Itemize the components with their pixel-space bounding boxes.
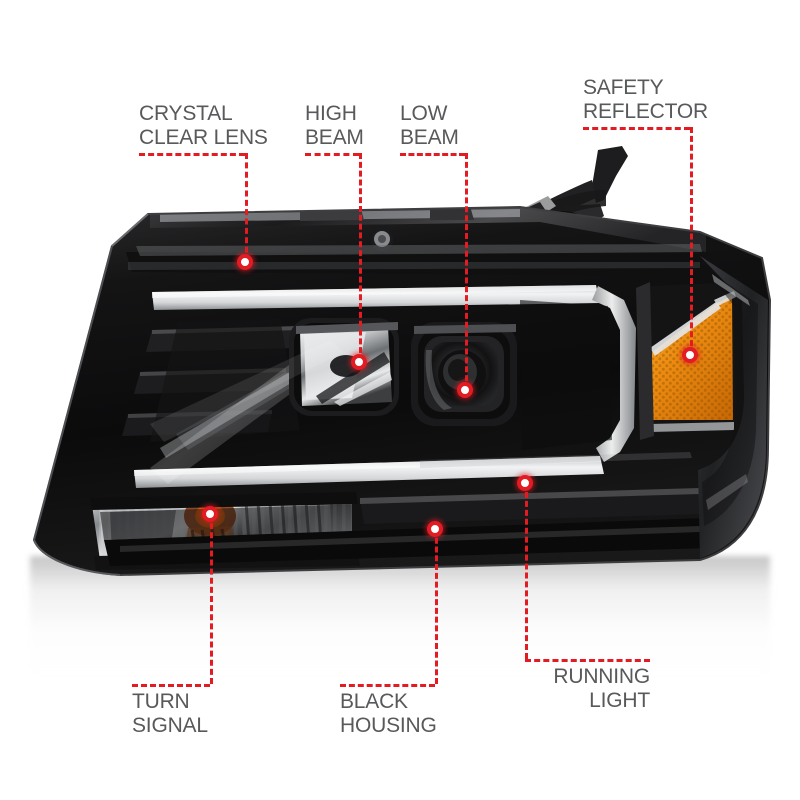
leader-line-horizontal-running-light	[525, 659, 650, 662]
callout-label-crystal-clear-lens: CRYSTAL CLEAR LENS	[139, 102, 268, 149]
leader-line-horizontal-high-beam	[305, 153, 359, 156]
callout-label-running-light: RUNNING LIGHT	[553, 665, 650, 712]
leader-line-vertical-turn-signal	[210, 514, 213, 684]
leader-line-vertical-high-beam	[359, 153, 362, 362]
headlight-housing	[32, 205, 772, 577]
leader-line-horizontal-crystal-clear-lens	[139, 153, 245, 156]
leader-line-vertical-crystal-clear-lens	[245, 153, 248, 262]
high-beam-lens	[289, 318, 399, 416]
product-reflection	[30, 556, 770, 676]
leader-line-horizontal-turn-signal	[132, 684, 210, 687]
callout-marker-black-housing[interactable]	[427, 521, 443, 537]
callout-label-black-housing: BLACK HOUSING	[340, 690, 437, 737]
leader-line-vertical-low-beam	[465, 153, 468, 390]
leader-line-horizontal-low-beam	[400, 153, 465, 156]
callout-marker-crystal-clear-lens[interactable]	[237, 254, 253, 270]
leader-line-vertical-safety-reflector	[690, 127, 693, 355]
callout-marker-high-beam[interactable]	[351, 354, 367, 370]
turn-signal-lens	[92, 500, 352, 560]
mounting-bracket	[504, 146, 628, 272]
callout-label-safety-reflector: SAFETY REFLECTOR	[583, 76, 708, 123]
leader-line-vertical-running-light	[525, 483, 528, 659]
callout-marker-safety-reflector[interactable]	[682, 347, 698, 363]
callout-label-high-beam: HIGH BEAM	[305, 102, 364, 149]
leader-line-vertical-black-housing	[435, 529, 438, 684]
callout-marker-low-beam[interactable]	[457, 382, 473, 398]
callout-marker-running-light[interactable]	[517, 475, 533, 491]
callout-label-turn-signal: TURN SIGNAL	[132, 690, 208, 737]
leader-line-horizontal-safety-reflector	[583, 127, 690, 130]
leader-line-horizontal-black-housing	[340, 684, 435, 687]
callout-marker-turn-signal[interactable]	[202, 506, 218, 522]
callout-label-low-beam: LOW BEAM	[400, 102, 459, 149]
low-beam-projector	[411, 322, 517, 426]
